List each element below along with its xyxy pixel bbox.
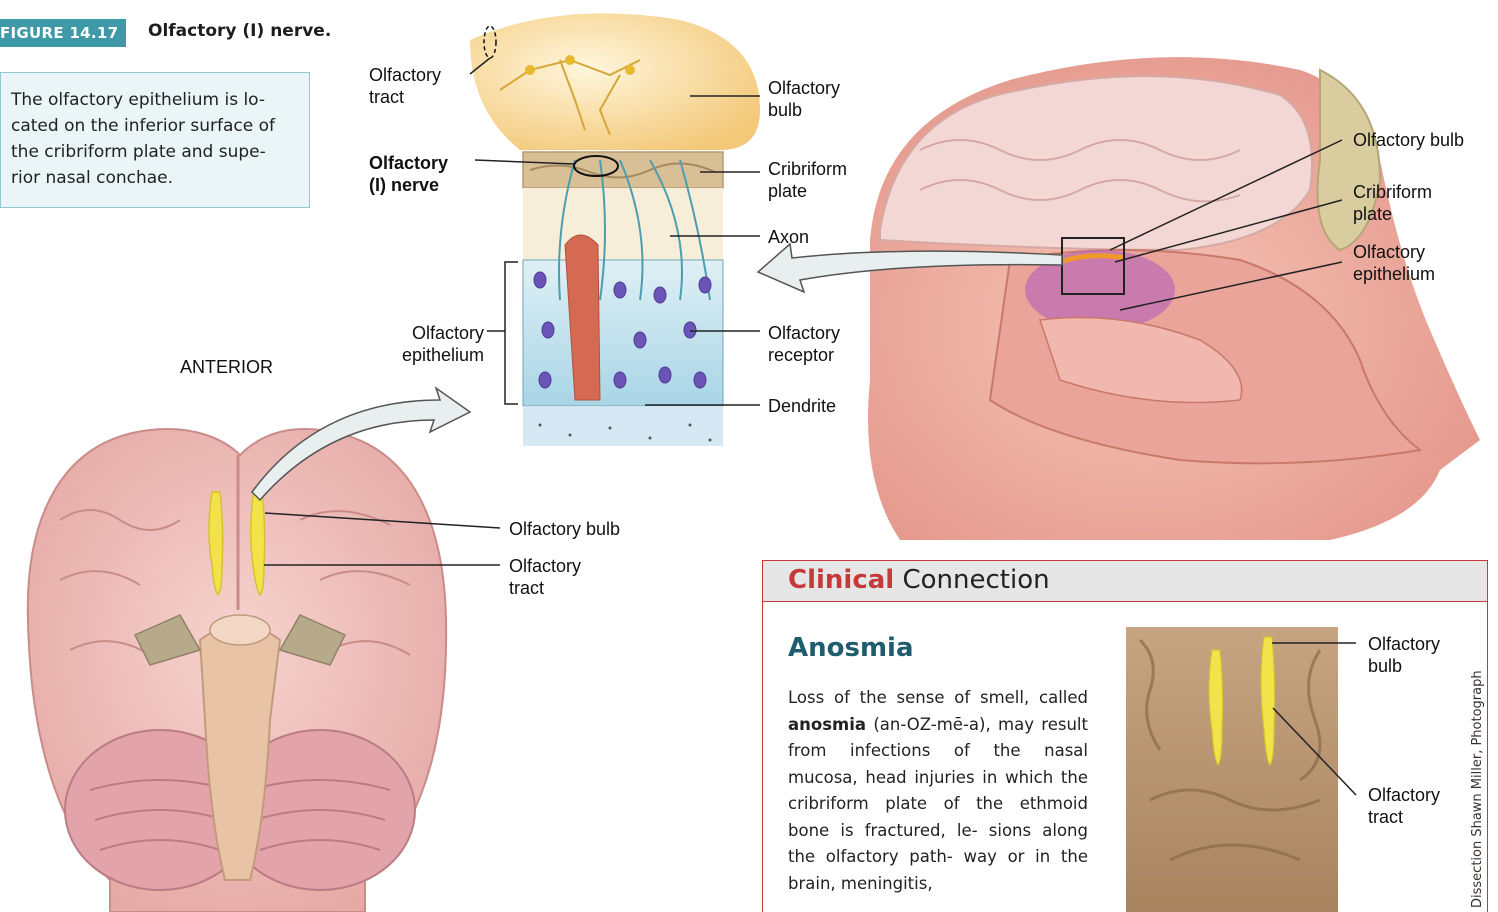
label-detail-olfactory-tract: Olfactory tract <box>369 64 441 108</box>
label-olfactory-nerve: Olfactory (I) nerve <box>369 152 448 196</box>
figure-title: Olfactory (I) nerve. <box>148 21 331 41</box>
para-intro: Loss of the sense of smell, called <box>788 688 1088 707</box>
figure-caption: The olfactory epithelium is lo- cated on… <box>0 72 310 208</box>
clinical-word: Clinical <box>788 565 894 595</box>
label-inferior-olfactory-bulb: Olfactory bulb <box>509 518 620 540</box>
label-detail-olfactory-bulb: Olfactory bulb <box>768 77 840 121</box>
connection-word: Connection <box>894 565 1049 595</box>
para-body: (an-OZ-mē-a), may result from infections… <box>788 715 1088 893</box>
photo-credit: Dissection Shawn Miller, Photograph Mark… <box>1470 668 1488 912</box>
inferior-brain-illustration <box>28 388 500 912</box>
anosmia-paragraph: Loss of the sense of smell, called anosm… <box>788 685 1088 897</box>
clinical-connection-title: Clinical Connection <box>788 565 1050 595</box>
epithelium-detail-illustration <box>470 13 760 446</box>
label-detail-olfactory-epithelium: Olfactory epithelium <box>398 322 484 366</box>
label-photo-olfactory-bulb: Olfactory bulb <box>1368 633 1440 677</box>
label-anterior: ANTERIOR <box>180 356 273 378</box>
label-sagittal-olfactory-epithelium: Olfactory epithelium <box>1353 241 1435 285</box>
anosmia-heading: Anosmia <box>788 633 914 663</box>
label-sagittal-cribriform-plate: Cribriform plate <box>1353 181 1432 225</box>
label-photo-olfactory-tract: Olfactory tract <box>1368 784 1440 828</box>
label-olfactory-receptor: Olfactory receptor <box>768 322 840 366</box>
label-inferior-olfactory-tract: Olfactory tract <box>509 555 581 599</box>
label-detail-cribriform-plate: Cribriform plate <box>768 158 847 202</box>
label-dendrite: Dendrite <box>768 395 836 417</box>
photo-credit-text: Dissection Shawn Miller, Photograph Mark… <box>1470 668 1485 908</box>
label-sagittal-olfactory-bulb: Olfactory bulb <box>1353 129 1464 151</box>
para-term: anosmia <box>788 715 866 734</box>
label-axon: Axon <box>768 226 809 248</box>
figure-tag: FIGURE 14.17 <box>0 19 126 47</box>
